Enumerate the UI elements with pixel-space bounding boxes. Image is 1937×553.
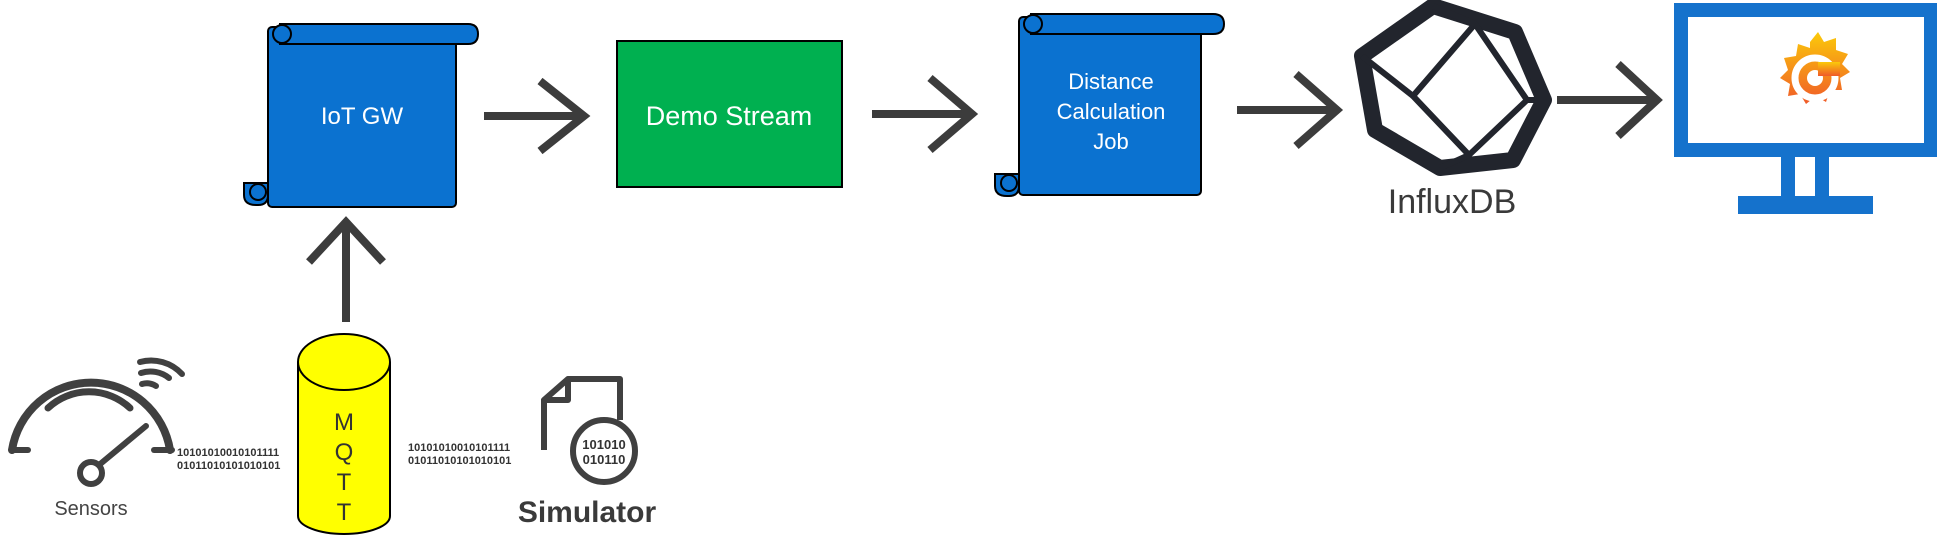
demo-stream-node: Demo Stream bbox=[616, 40, 843, 188]
simulator-node: 101010 010110 Simulator bbox=[518, 376, 657, 529]
binary-line: 01011010101010101 bbox=[408, 455, 511, 467]
mqtt-letter-t2: T bbox=[337, 499, 352, 526]
distance-job-line-2: Calculation bbox=[1057, 99, 1166, 124]
monitor-icon bbox=[1674, 3, 1937, 214]
sensors-node: Sensors bbox=[8, 357, 185, 520]
binary-line: 01011010101010101 bbox=[177, 460, 280, 472]
simulator-doc-line-1: 101010 bbox=[582, 437, 625, 452]
mqtt-letter-m: M bbox=[334, 409, 354, 436]
gauge-icon bbox=[8, 378, 175, 487]
influxdb-logo-icon bbox=[1354, 0, 1552, 176]
influxdb-label: InfluxDB bbox=[1388, 183, 1517, 221]
mqtt-letter-q: Q bbox=[335, 439, 354, 466]
binary-stream-sensors: 10101010010101111 01011010101010101 bbox=[177, 447, 280, 472]
iot-gw-label: IoT GW bbox=[321, 103, 404, 130]
simulator-label: Simulator bbox=[518, 496, 657, 529]
influxdb-node: InfluxDB bbox=[1354, 0, 1552, 221]
arrow-influx-to-grafana bbox=[1557, 61, 1663, 139]
distance-job-node: Distance Calculation Job bbox=[994, 13, 1226, 197]
grafana-monitor-node bbox=[1674, 3, 1937, 214]
sensors-label: Sensors bbox=[54, 498, 127, 520]
simulator-doc-line-2: 010110 bbox=[583, 452, 626, 467]
grafana-logo-icon bbox=[1780, 32, 1850, 104]
arrow-iot-to-stream bbox=[484, 77, 591, 155]
arrow-stream-to-job bbox=[872, 74, 979, 154]
binary-document-icon bbox=[541, 376, 638, 485]
distance-job-line-3: Job bbox=[1093, 129, 1128, 154]
arrow-job-to-influx bbox=[1237, 70, 1344, 150]
arrow-mqtt-to-iot bbox=[306, 216, 386, 322]
binary-stream-simulator: 10101010010101111 01011010101010101 bbox=[408, 442, 511, 467]
distance-job-line-1: Distance bbox=[1068, 69, 1154, 94]
binary-line: 10101010010101111 bbox=[177, 447, 279, 459]
binary-line: 10101010010101111 bbox=[408, 442, 510, 454]
wireless-signal-icon bbox=[137, 357, 185, 389]
iot-gw-node: IoT GW bbox=[243, 23, 480, 208]
mqtt-node: M Q T T bbox=[297, 333, 391, 535]
demo-stream-label: Demo Stream bbox=[646, 101, 813, 131]
mqtt-letter-t1: T bbox=[337, 469, 352, 496]
